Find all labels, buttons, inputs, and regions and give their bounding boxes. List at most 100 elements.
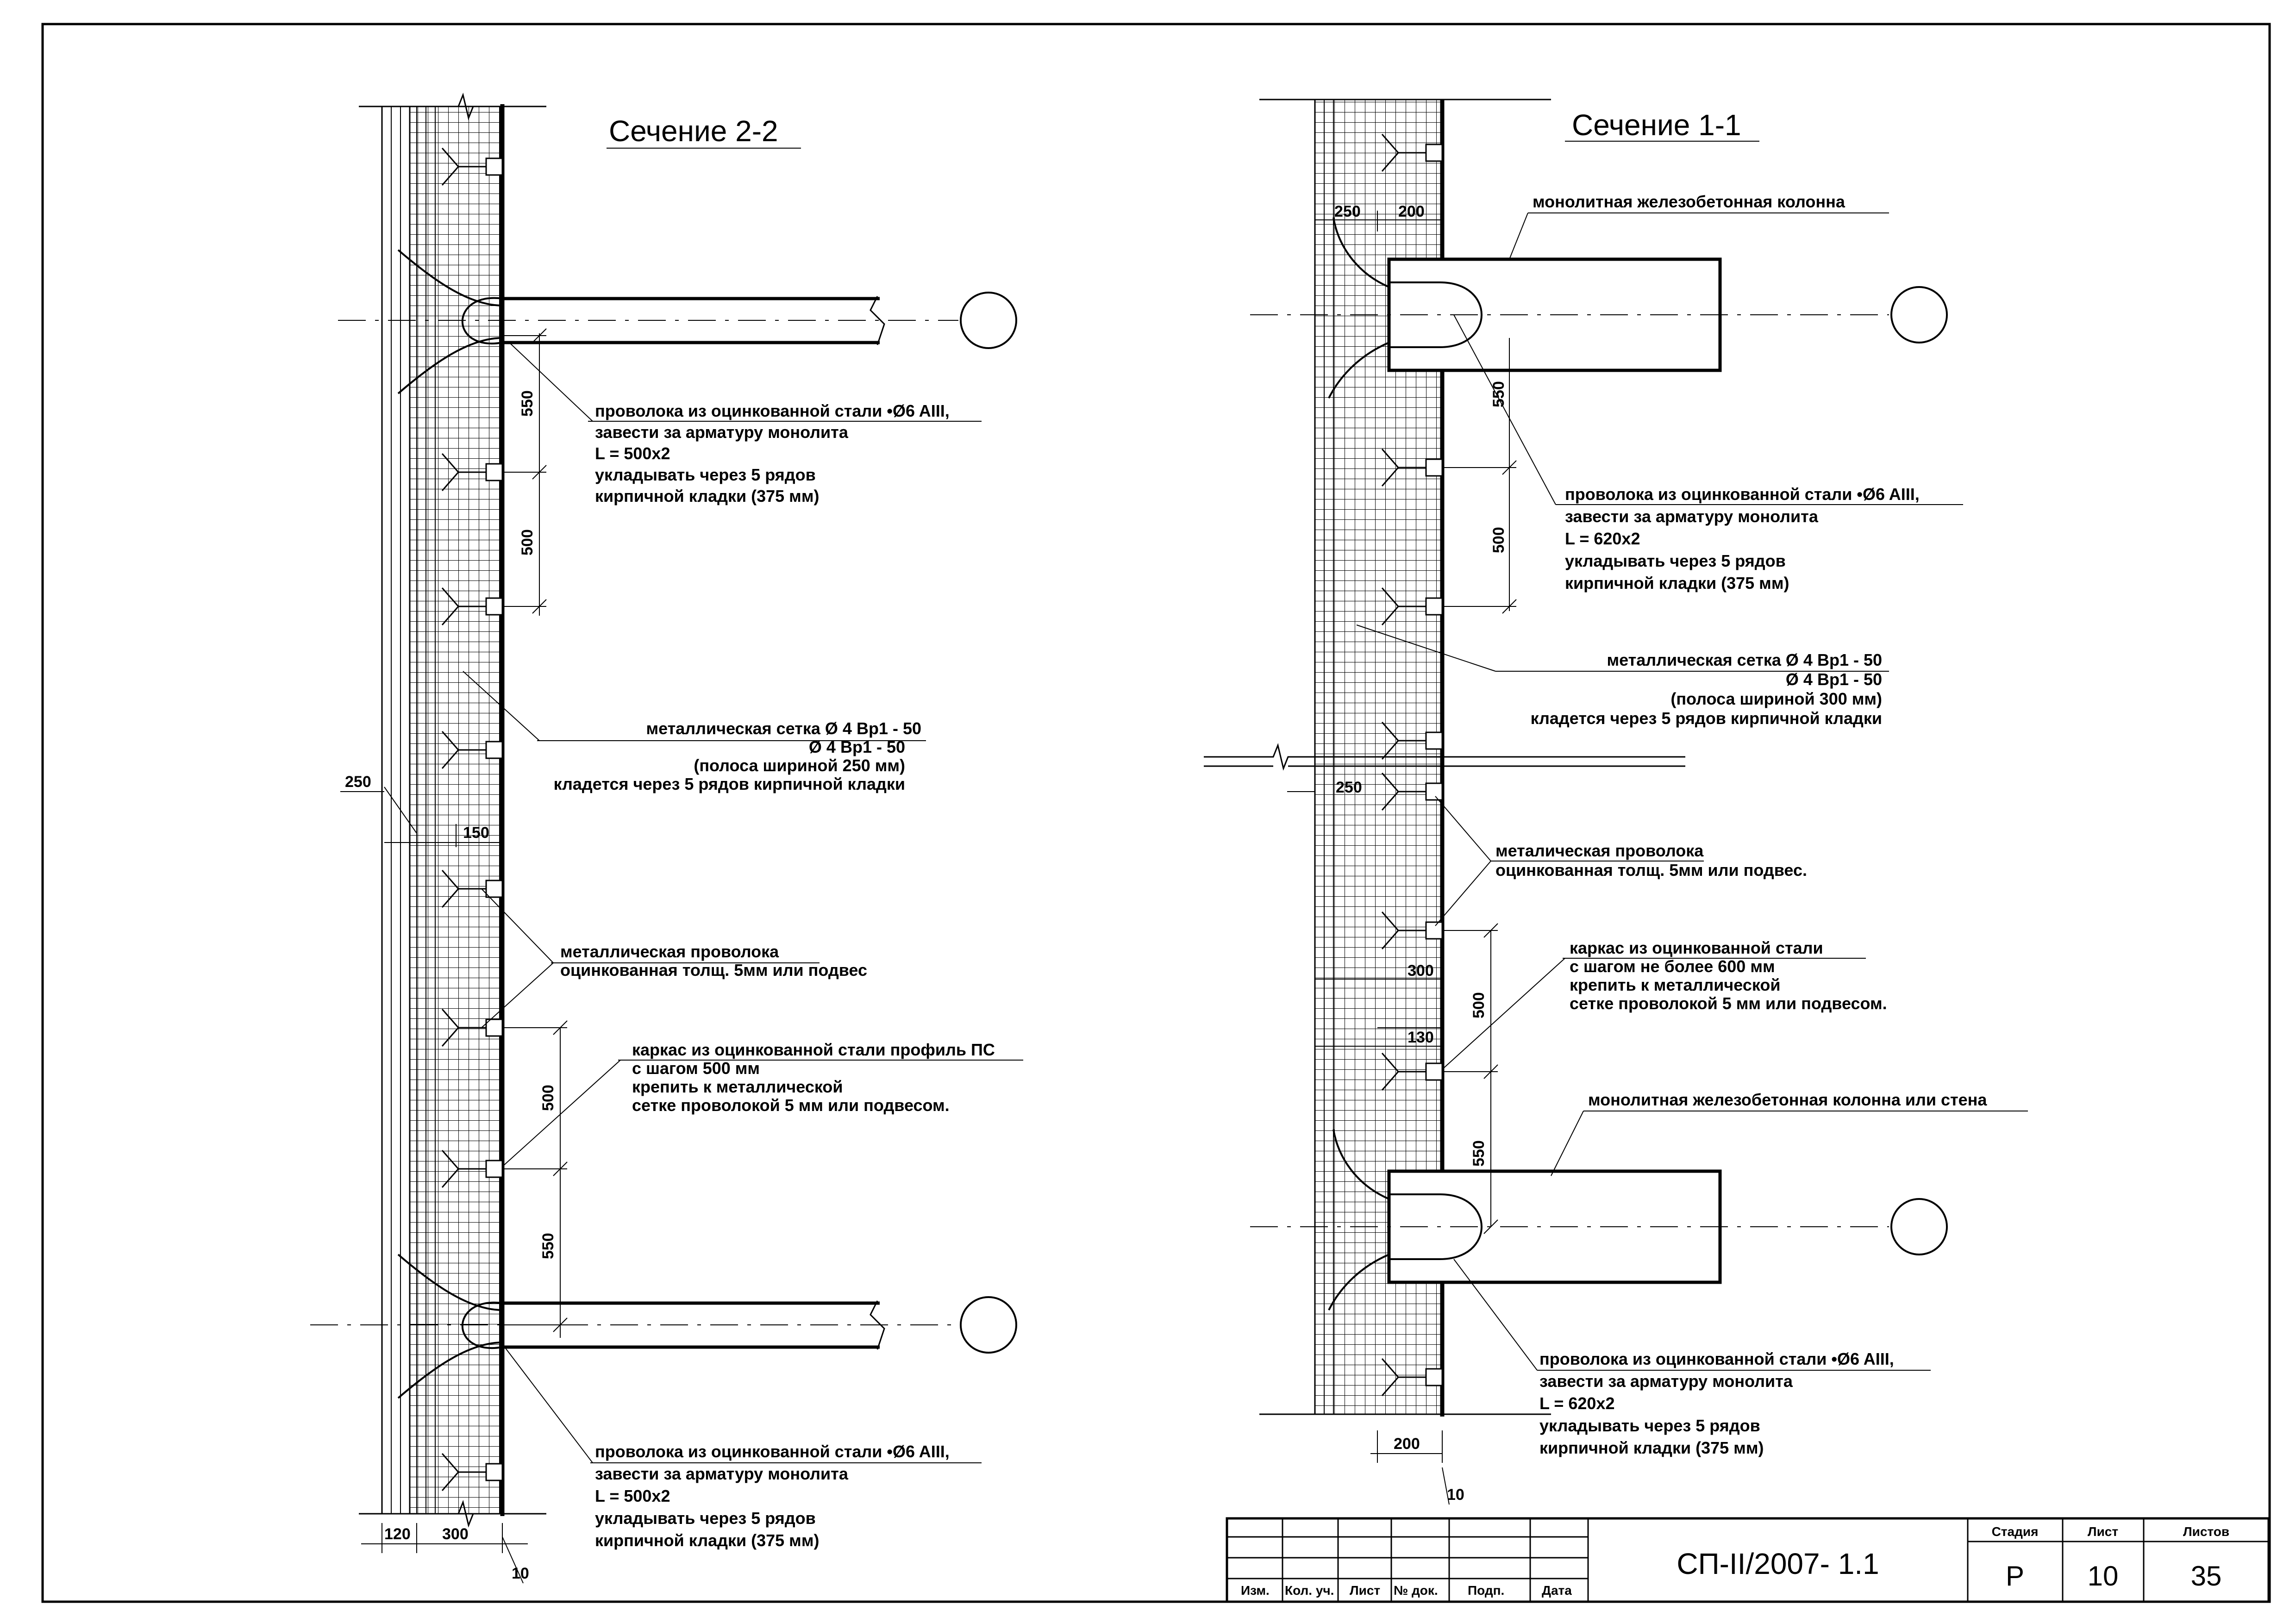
axis-marker-bottom-right — [1890, 1198, 1948, 1255]
dim-10-left: 10 — [512, 1565, 529, 1582]
dim-200-bottom-right: 200 — [1394, 1435, 1420, 1453]
svg-text:кирпичной кладки (375 мм): кирпичной кладки (375 мм) — [595, 487, 819, 506]
dim-300-left: 300 — [442, 1525, 469, 1543]
dim-10-right: 10 — [1447, 1486, 1464, 1504]
wall-ties-left — [441, 148, 503, 1491]
svg-text:оцинкованная толщ. 5мм или под: оцинкованная толщ. 5мм или подвес — [560, 961, 867, 980]
dim-500-bottom-left: 500 — [539, 1085, 557, 1111]
svg-text:кладется через 5 рядов кирпичн: кладется через 5 рядов кирпичной кладки — [554, 774, 905, 793]
dim-500-mid-right: 500 — [1470, 992, 1488, 1018]
note-wire-bottom-left: проволока из оцинкованной стали •Ø6 AIII… — [595, 1442, 950, 1550]
svg-text:укладывать через 5 рядов: укладывать через 5 рядов — [1539, 1416, 1760, 1435]
svg-text:крепить к металлической: крепить к металлической — [1570, 975, 1781, 994]
svg-text:укладывать через 5 рядов: укладывать через 5 рядов — [1565, 551, 1786, 570]
dimension-lines-left — [340, 328, 568, 1584]
dim-250-left: 250 — [345, 773, 371, 791]
header-kol-uch: Кол. уч. — [1285, 1583, 1334, 1598]
left-section-2-2 — [310, 93, 1023, 1584]
svg-text:каркас из оцинкованной стали: каркас из оцинкованной стали — [1570, 938, 1823, 957]
dim-550-bottom-left: 550 — [539, 1233, 557, 1259]
svg-text:укладывать через 5 рядов: укладывать через 5 рядов — [595, 1509, 816, 1528]
svg-text:кирпичной кладки (375 мм): кирпичной кладки (375 мм) — [1565, 574, 1789, 593]
dim-250-top-right: 250 — [1334, 203, 1361, 220]
dim-500-top-right: 500 — [1490, 527, 1508, 553]
svg-text:каркас из оцинкованной стали п: каркас из оцинкованной стали профиль ПС — [632, 1040, 995, 1059]
svg-text:L = 500x2: L = 500x2 — [595, 1486, 670, 1505]
svg-text:сетке проволокой 5 мм или подв: сетке проволокой 5 мм или подвесом. — [1570, 994, 1887, 1013]
sheet-frame — [41, 23, 2271, 1603]
title-section-1-1: Сечение 1-1 — [1572, 108, 1741, 142]
svg-text:проволока из оцинкованной стал: проволока из оцинкованной стали •Ø6 AIII… — [595, 401, 950, 420]
break-mark-mid-right — [1204, 743, 1685, 771]
sheets-label: Листов — [2183, 1524, 2229, 1539]
stage-value: Р — [2006, 1561, 2024, 1592]
break-mark-bottom-left — [359, 1500, 546, 1528]
dimension-lines-right — [1287, 211, 1517, 1505]
brick-facing-left — [381, 106, 411, 1515]
note-frame-right: каркас из оцинкованной стали с шагом не … — [1570, 938, 1887, 1013]
axis-marker-top-left — [960, 292, 1017, 349]
column-top-right — [1250, 217, 1948, 399]
dim-550-top-right: 550 — [1490, 381, 1508, 407]
note-metal-wire-left: металлическая проволока оцинкованная тол… — [560, 942, 867, 980]
right-section-1-1 — [1204, 99, 2028, 1505]
svg-text:L = 500x2: L = 500x2 — [595, 444, 670, 463]
title-section-2-2: Сечение 2-2 — [609, 114, 778, 148]
svg-text:металлическая проволока: металлическая проволока — [560, 942, 779, 961]
dim-500-top-left: 500 — [519, 529, 536, 556]
note-column-bottom-right: монолитная железобетонная колонна или ст… — [1588, 1090, 1987, 1109]
svg-text:(полоса шириной 300 мм): (полоса шириной 300 мм) — [1670, 689, 1882, 708]
svg-text:кирпичной кладки (375 мм): кирпичной кладки (375 мм) — [595, 1531, 819, 1550]
sheet-label: Лист — [2088, 1524, 2118, 1539]
dim-200-top-right: 200 — [1398, 203, 1425, 220]
svg-text:кладется через 5 рядов кирпичн: кладется через 5 рядов кирпичной кладки — [1531, 709, 1882, 728]
svg-text:металлическая сетка Ø 4 Вр1 -: металлическая сетка Ø 4 Вр1 - 50 — [646, 719, 921, 738]
note-frame-left: каркас из оцинкованной стали профиль ПС … — [632, 1040, 995, 1115]
leaders-right — [1356, 141, 2028, 1371]
header-izm: Изм. — [1241, 1583, 1270, 1598]
break-mark-top-left — [359, 93, 546, 120]
svg-text:оцинкованная толщ. 5мм или по: оцинкованная толщ. 5мм или подвес. — [1495, 861, 1807, 880]
svg-text:с шагом 500 мм: с шагом 500 мм — [632, 1059, 760, 1078]
svg-text:завести за арматуру монолита: завести за арматуру монолита — [595, 1464, 849, 1483]
svg-text:крепить к металлической: крепить к металлической — [632, 1077, 843, 1096]
column-bottom-right — [1250, 1129, 1948, 1311]
stage-label: Стадия — [1992, 1524, 2039, 1539]
svg-text:завести за арматуру монолита: завести за арматуру монолита — [1539, 1372, 1793, 1391]
svg-text:завести за арматуру монолита: завести за арматуру монолита — [595, 423, 849, 442]
svg-text:металлическая сетка Ø 4 Вр1 -: металлическая сетка Ø 4 Вр1 - 50 — [1607, 650, 1882, 669]
note-column-top-right: монолитная железобетонная колонна — [1533, 192, 1846, 211]
note-mesh-left: металлическая сетка Ø 4 Вр1 - 50 Ø 4 Вр1… — [554, 719, 921, 793]
dim-150-left: 150 — [463, 824, 489, 842]
dim-300-right: 300 — [1408, 962, 1434, 980]
document-code: СП-II/2007- 1.1 — [1677, 1547, 1879, 1580]
axis-marker-bottom-left — [960, 1296, 1017, 1354]
wall-ties-right — [1381, 134, 1443, 1396]
svg-text:проволока из оцинкованной стал: проволока из оцинкованной стали •Ø6 AIII… — [1539, 1349, 1894, 1368]
note-wire-top-left: проволока из оцинкованной стали •Ø6 AIII… — [595, 401, 950, 506]
slab-top-left — [338, 249, 1017, 394]
title-block: Изм. Кол. уч. Лист № док. Подп. Дата СП-… — [1226, 1517, 2270, 1603]
header-data: Дата — [1542, 1583, 1572, 1598]
svg-text:Ø 4 Вр1 - 50: Ø 4 Вр1 - 50 — [809, 737, 905, 756]
note-metal-wire-right: металическая проволока оцинкованная толщ… — [1495, 841, 1807, 880]
sheet-value: 10 — [2088, 1561, 2119, 1592]
sheets-value: 35 — [2191, 1561, 2222, 1592]
svg-text:укладывать через 5 рядов: укладывать через 5 рядов — [595, 465, 816, 484]
svg-text:(полоса шириной 250 мм): (полоса шириной 250 мм) — [694, 756, 905, 775]
note-wire-bottom-right: проволока из оцинкованной стали •Ø6 AIII… — [1539, 1349, 1894, 1457]
dim-550-bottom-right: 550 — [1470, 1140, 1488, 1167]
svg-text:сетке проволокой 5 мм или подв: сетке проволокой 5 мм или подвесом. — [632, 1096, 950, 1115]
svg-text:L = 620x2: L = 620x2 — [1565, 529, 1640, 548]
leaders-left — [463, 148, 1023, 1463]
note-mesh-right: металлическая сетка Ø 4 Вр1 - 50 Ø 4 Вр1… — [1531, 650, 1882, 728]
svg-text:завести за арматуру монолита: завести за арматуру монолита — [1565, 507, 1819, 526]
svg-text:кирпичной кладки (375 мм): кирпичной кладки (375 мм) — [1539, 1438, 1764, 1457]
header-podp: Подп. — [1468, 1583, 1504, 1598]
slab-bottom-left — [310, 1254, 1017, 1399]
svg-text:Ø 4 Вр1 - 50: Ø 4 Вр1 - 50 — [1786, 670, 1882, 689]
svg-text:проволока из оцинкованной стал: проволока из оцинкованной стали •Ø6 AIII… — [1565, 485, 1920, 504]
header-doc-no: № док. — [1394, 1583, 1438, 1598]
axis-marker-top-right — [1890, 286, 1948, 343]
